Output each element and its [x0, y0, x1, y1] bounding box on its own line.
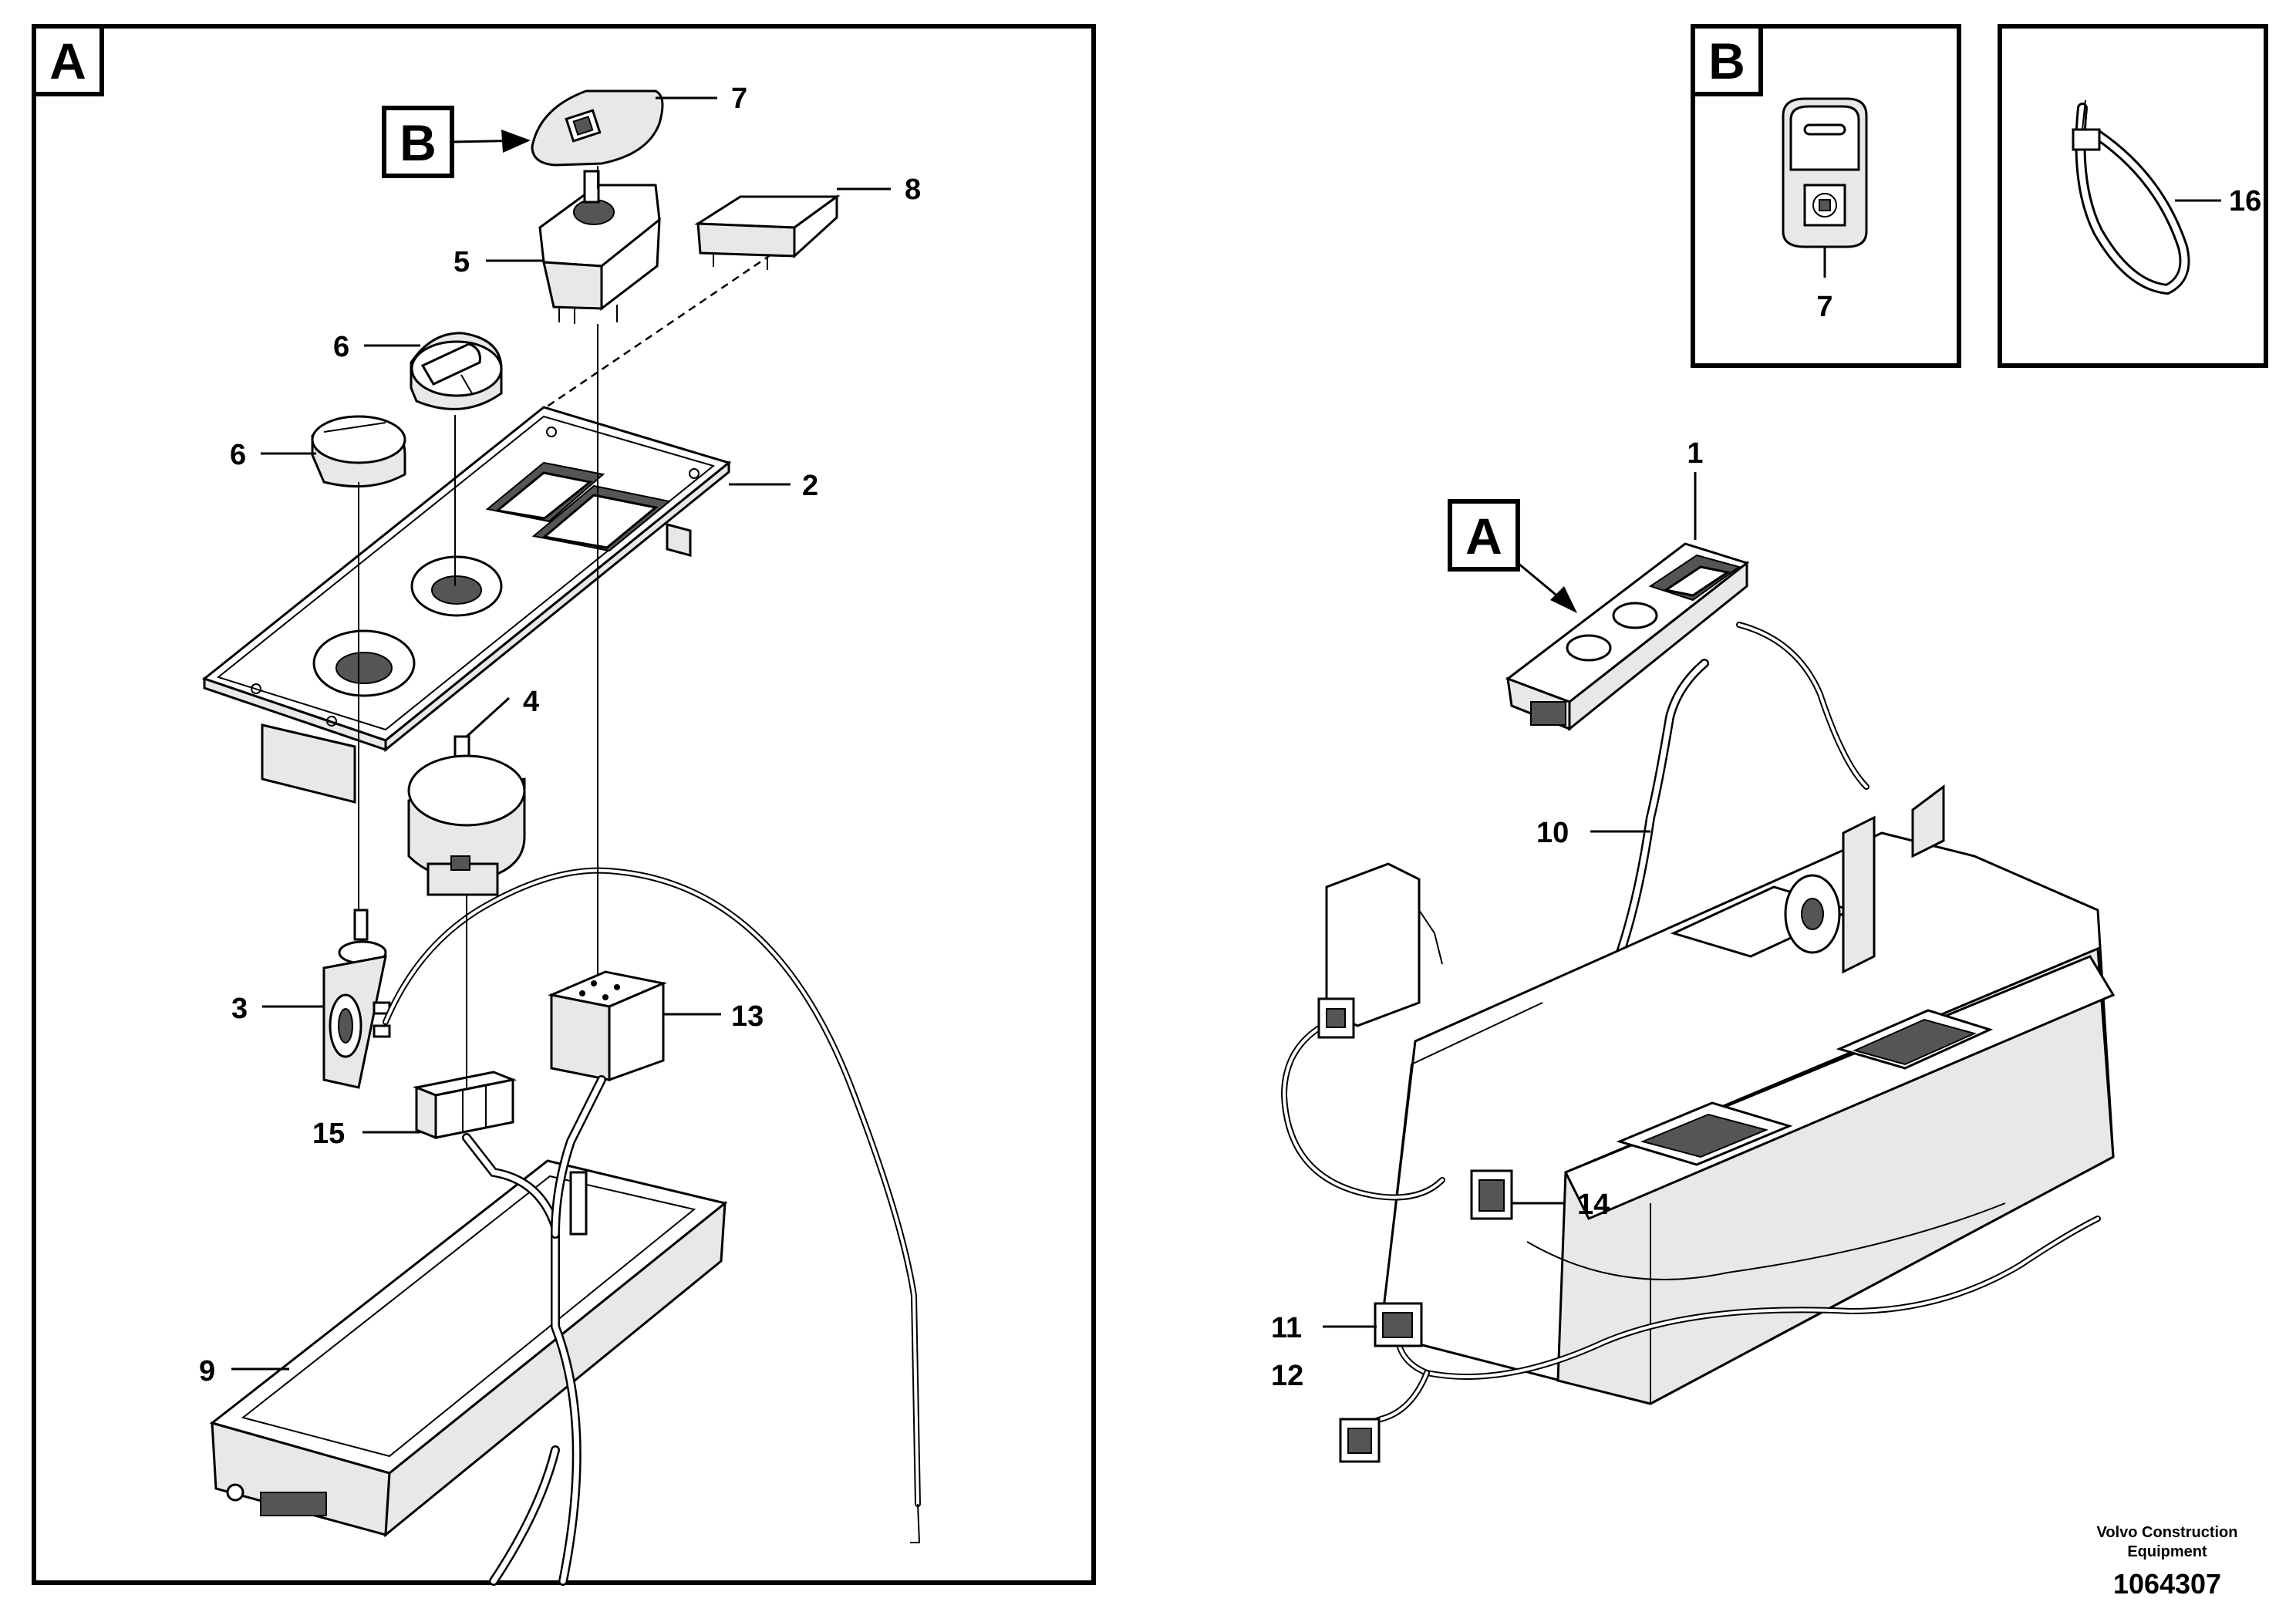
label-8: 8	[905, 174, 921, 206]
view-b-callout-letter: B	[400, 114, 437, 171]
rocker-cap	[531, 89, 664, 167]
view-a-wiring	[383, 867, 921, 1586]
view-a-letter-box	[32, 24, 104, 96]
view-a-panel: A B	[32, 24, 1096, 1586]
rocker-switch	[538, 170, 661, 324]
blower-bracket	[1325, 784, 1945, 1027]
label-1: 1	[1687, 437, 1703, 470]
view-a-labels: 7 8 5 6 6 2 4 3 13 15 9	[199, 83, 921, 1388]
detail-b-frame	[1691, 24, 1961, 368]
connector-block-13	[547, 970, 668, 1082]
view-a-letter: A	[49, 32, 86, 89]
label-13: 13	[731, 1000, 764, 1033]
label-15: 15	[312, 1118, 345, 1150]
rotary-switch-body	[407, 735, 526, 896]
assembly-axes	[358, 166, 772, 1088]
detail-b-panel: B 7	[1691, 24, 1961, 368]
callout-b-arrowhead	[501, 130, 531, 153]
detail-b-letter-box	[1691, 24, 1763, 96]
overview-assembly: A	[1271, 437, 2116, 1463]
label-10: 10	[1536, 817, 1569, 849]
drawing-number: 1064307	[2113, 1568, 2221, 1600]
label-4: 4	[523, 686, 539, 718]
footer: Volvo Construction Equipment 1064307	[2097, 1524, 2238, 1600]
label-16: 16	[2229, 185, 2261, 218]
label-9: 9	[199, 1355, 215, 1388]
label-11: 11	[1271, 1312, 1302, 1344]
company-name-line2: Equipment	[2127, 1543, 2207, 1560]
overview-callout-box	[1448, 499, 1520, 572]
label-14: 14	[1577, 1189, 1610, 1221]
label-6-lower: 6	[230, 439, 246, 471]
label-5: 5	[453, 246, 470, 278]
blank-cover	[694, 194, 841, 270]
connector-15	[412, 1071, 518, 1140]
label-7: 7	[731, 83, 747, 115]
label-3: 3	[231, 993, 248, 1025]
control-panel-assembly	[1505, 542, 1750, 732]
label-12: 12	[1271, 1360, 1303, 1392]
rotary-knob-upper	[410, 332, 503, 410]
cable-tie	[2072, 99, 2190, 295]
overview-callout-letter: A	[1465, 508, 1502, 565]
potentiometer	[322, 909, 391, 1089]
cable-tie-frame	[1998, 24, 2268, 368]
rocker-cap-front-view	[1782, 97, 1868, 248]
company-name-line1: Volvo Construction	[2097, 1524, 2238, 1541]
hvac-unit	[1379, 831, 2116, 1405]
label-6-upper: 6	[333, 331, 349, 363]
label-2: 2	[802, 470, 818, 502]
label-7-detail: 7	[1816, 291, 1832, 323]
rotary-knob-lower	[311, 415, 406, 488]
detail-b-letter: B	[1708, 32, 1745, 89]
cable-tie-panel: 16	[1998, 24, 2268, 368]
housing-tray	[209, 1159, 728, 1538]
view-b-callout-box	[382, 106, 454, 178]
